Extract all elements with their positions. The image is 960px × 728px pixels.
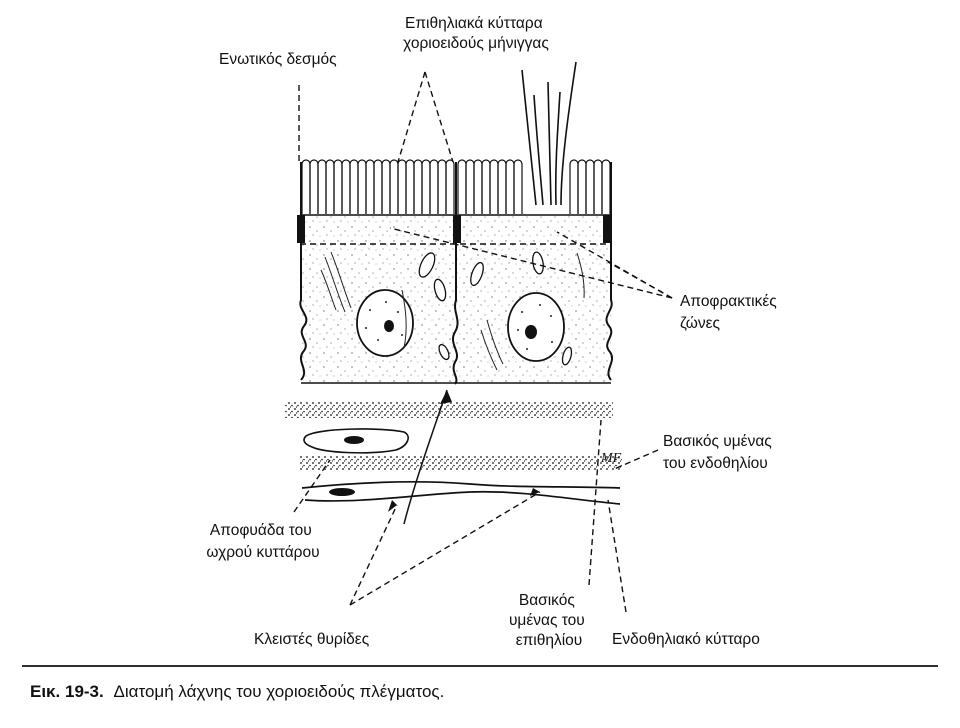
microvillus — [413, 159, 423, 214]
pale-cell-nucleus — [344, 436, 364, 444]
caption-figure-number: Εικ. 19-3. — [30, 682, 104, 701]
cell-left-outline — [299, 162, 308, 381]
svg-text:Αποφρακτικές ζώνες: Αποφρακτικές ζώνες — [680, 293, 781, 332]
microvillus — [445, 159, 455, 214]
label-endothelial-cell: Ενδοθηλιακό κύτταρο — [612, 631, 760, 648]
endothelial-nucleus — [329, 488, 355, 496]
microvillus — [309, 159, 319, 214]
chromatin-dots — [365, 301, 553, 350]
epithelial-basement-membrane — [285, 402, 613, 418]
label-pale-cell-line1: Αποφυάδα του — [210, 522, 312, 539]
label-epithelium-basement-line3: επιθηλίου — [516, 632, 583, 649]
microvillus — [489, 159, 499, 214]
transport-arrowhead — [440, 390, 452, 404]
microvillus — [473, 159, 483, 214]
leader-arrowheads — [388, 488, 540, 512]
microvillus — [389, 159, 399, 214]
microvillus — [437, 159, 447, 214]
microvillus — [497, 159, 507, 214]
mitochondria — [418, 251, 573, 366]
microvillus — [481, 159, 491, 214]
microvillus — [349, 159, 359, 214]
microvillus — [317, 159, 327, 214]
microvillus — [397, 159, 407, 214]
microvillus — [585, 159, 595, 214]
label-epithelial-cells-line2: χοριοειδούς μήνιγγας — [403, 35, 549, 52]
transport-arrow — [403, 389, 448, 525]
microvillus — [373, 159, 383, 214]
mf-mark: MF — [600, 451, 622, 466]
label-pale-cell-line2: ωχρού κυττάρου — [206, 544, 319, 561]
microvillus — [365, 159, 375, 214]
svg-text:Αποφυάδα του ωχρού κυττάρο: Αποφυάδα του ωχρού κυττάρου — [206, 522, 319, 561]
microvillus — [601, 159, 611, 214]
svg-text:Επιθηλιακά κύτταρα χοριοει: Επιθηλιακά κύτταρα χοριοειδούς μήνιγγας — [403, 15, 549, 52]
microvillus — [429, 159, 439, 214]
cilia-tuft — [521, 61, 577, 206]
microvillus — [421, 159, 431, 214]
cell-divider — [452, 162, 459, 385]
label-endothelium-basement-line2: του ενδοθηλίου — [663, 455, 768, 472]
endothelial-cell — [301, 481, 621, 505]
microvilli — [301, 159, 611, 214]
label-epithelium-basement-line1: Βασικός — [519, 592, 575, 609]
endothelial-basement-membrane — [300, 456, 622, 470]
label-tight-junctions-line2: ζώνες — [680, 315, 720, 332]
microvillus — [333, 159, 343, 214]
microvillus — [465, 159, 475, 214]
microvillus — [405, 159, 415, 214]
label-epithelial-cells-line1: Επιθηλιακά κύτταρα — [405, 15, 543, 32]
nucleolus-left — [384, 320, 394, 332]
label-fenestrations: Κλειστές θυρίδες — [254, 631, 369, 648]
microvillus — [569, 159, 579, 214]
svg-text:Βασικός υμένας του ενδοθηλ: Βασικός υμένας του ενδοθηλίου — [663, 433, 776, 472]
cell-right-outline — [605, 162, 613, 381]
microvillus — [357, 159, 367, 214]
microvillus — [301, 159, 311, 214]
label-epithelium-basement-line2: υμένας του — [509, 612, 585, 629]
microvillus — [341, 159, 351, 214]
svg-text:Εικ. 19-3. Διατομή λάχνης: Εικ. 19-3. Διατομή λάχνης του χοριοειδού… — [30, 682, 444, 701]
microvillus — [505, 159, 515, 214]
tight-junction-block-right — [603, 215, 611, 243]
microvillus — [325, 159, 335, 214]
nucleus-right — [507, 292, 565, 362]
microvillus — [381, 159, 391, 214]
microvillus — [577, 159, 587, 214]
caption-text: Διατομή λάχνης του χοριοειδούς πλέγματος… — [114, 682, 445, 701]
label-junction: Ενωτικός δεσμός — [219, 51, 337, 68]
label-endothelium-basement-line1: Βασικός υμένας — [663, 433, 772, 450]
svg-text:Βασικός υμένας του επι: Βασικός υμένας του επιθηλίου — [509, 592, 589, 649]
microvillus — [593, 159, 603, 214]
microvillus — [457, 159, 467, 214]
label-tight-junctions-line1: Αποφρακτικές — [680, 293, 777, 310]
nucleolus-right — [525, 325, 537, 339]
microvillus — [513, 159, 523, 214]
leader-lines — [293, 71, 673, 613]
